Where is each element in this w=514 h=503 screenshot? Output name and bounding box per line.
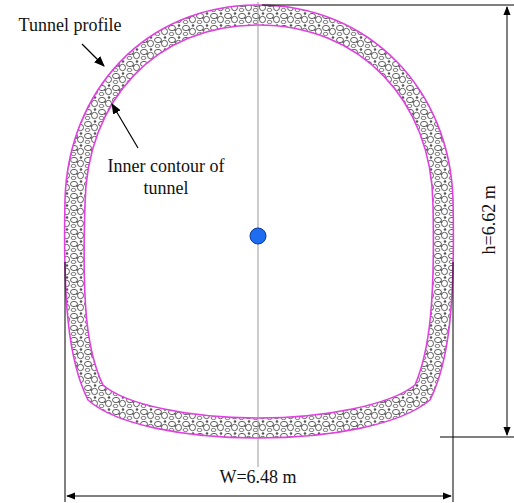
dimension-line <box>507 7 508 435</box>
leader-arrow <box>82 44 104 66</box>
dimension-label: h=6.62 m <box>479 183 501 256</box>
dimension-label: W=6.48 m <box>217 467 298 489</box>
callout-label: Inner contour of tunnel <box>99 156 233 199</box>
extension-line <box>262 5 514 6</box>
extension-line <box>440 437 514 438</box>
center-dot <box>250 228 266 244</box>
leader-arrow <box>112 104 138 148</box>
extension-line <box>65 262 66 502</box>
inner-contour-line <box>84 25 433 418</box>
dimension-line <box>67 496 451 497</box>
callout-label: Tunnel profile <box>17 15 124 37</box>
extension-line <box>453 262 454 502</box>
tunnel-profile-line <box>65 5 454 438</box>
lining-ring <box>65 5 454 438</box>
